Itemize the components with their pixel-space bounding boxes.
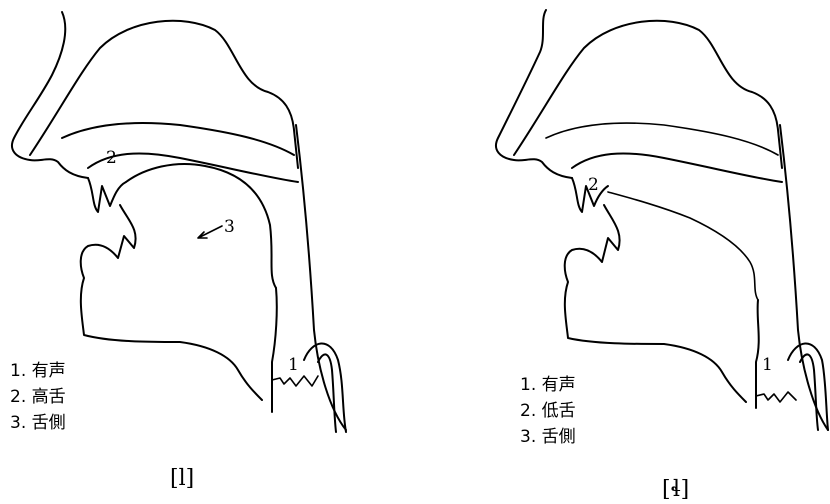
legend-item-left-3: 3. 舌側 bbox=[10, 413, 66, 433]
lower-jaw-right bbox=[565, 205, 746, 402]
panel-right: 2 1 1. 有声 2. 低舌 3. 舌側 [ɬ] bbox=[496, 10, 828, 502]
head-outline-right bbox=[496, 10, 572, 178]
palate-lower-right bbox=[572, 153, 782, 182]
tongue-left bbox=[126, 164, 276, 288]
label-3-left: 3 bbox=[224, 217, 235, 237]
label-2-left: 2 bbox=[106, 148, 117, 168]
head-outline-left bbox=[12, 12, 88, 178]
tongue-right bbox=[608, 192, 758, 300]
nasal-cavity-right bbox=[514, 21, 782, 168]
larynx-left bbox=[272, 288, 277, 412]
legend-item-right-3: 3. 舌側 bbox=[520, 427, 576, 447]
pharynx-wall-left bbox=[296, 125, 346, 430]
vocal-folds-left bbox=[272, 376, 318, 386]
caption-left: [l] bbox=[170, 466, 194, 491]
legend-item-right-1: 1. 有声 bbox=[520, 375, 576, 395]
palate-upper-right bbox=[546, 123, 778, 155]
legend-item-right-2: 2. 低舌 bbox=[520, 401, 576, 421]
label-2-right: 2 bbox=[588, 175, 599, 195]
larynx-right bbox=[756, 300, 759, 408]
palate-upper-left bbox=[62, 123, 294, 155]
pharynx-wall-right bbox=[780, 125, 828, 430]
palate-lower-left bbox=[88, 153, 298, 182]
legend-item-left-1: 1. 有声 bbox=[10, 361, 66, 381]
arrow-3-left bbox=[198, 226, 222, 238]
panel-left: 2 3 1 1. 有声 2. 高舌 3. 舌側 [l] bbox=[10, 12, 346, 491]
legend-item-left-2: 2. 高舌 bbox=[10, 387, 66, 407]
label-1-left: 1 bbox=[288, 355, 299, 375]
vocal-folds-right bbox=[756, 392, 796, 402]
nasal-cavity-left bbox=[30, 21, 298, 168]
caption-right: [ɬ] bbox=[662, 477, 689, 502]
label-1-right: 1 bbox=[762, 355, 773, 375]
